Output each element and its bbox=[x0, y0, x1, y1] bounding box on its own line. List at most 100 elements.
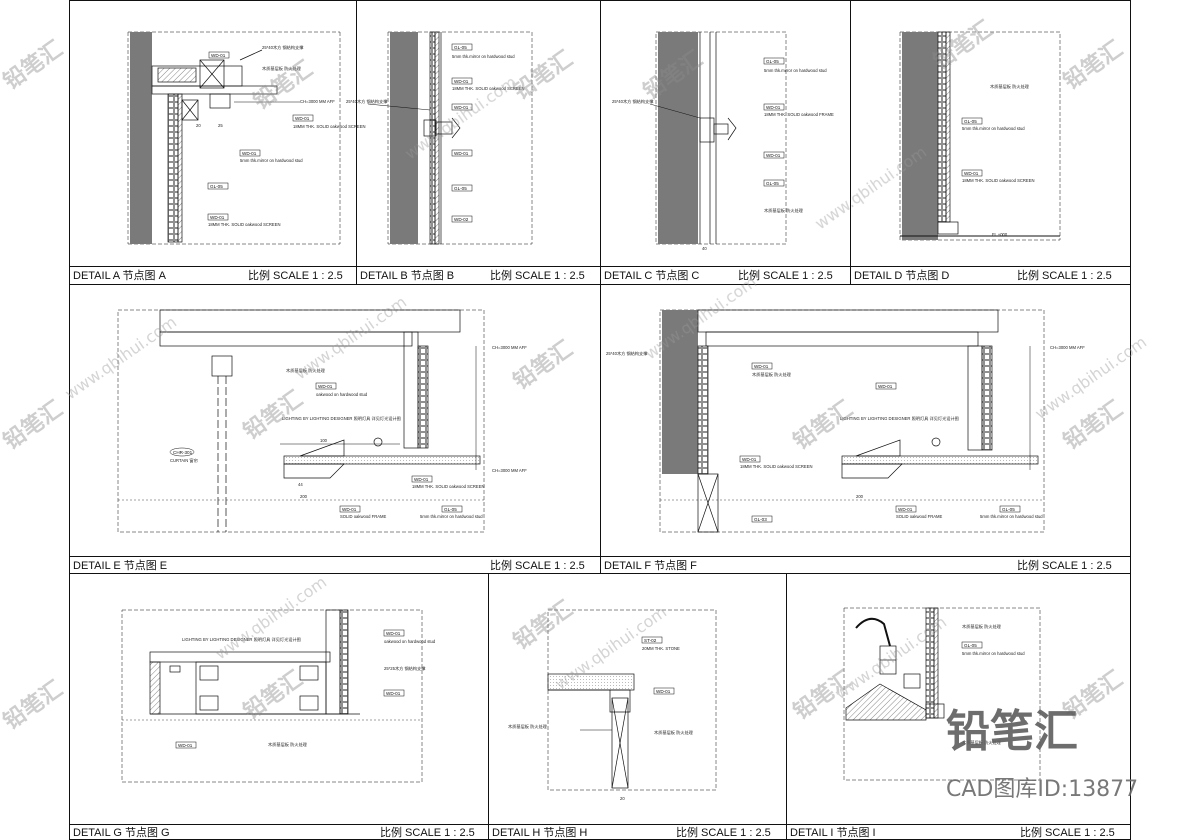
note-g: 25*25木方 钢结构支撑 bbox=[384, 665, 426, 672]
tag-wd01: WD-01 bbox=[754, 364, 769, 369]
tag-wd01: WD-01 bbox=[964, 171, 979, 176]
tag-wd01: WD-01 bbox=[178, 743, 193, 748]
tag-gl05: GL-05 bbox=[454, 186, 467, 191]
tag-wd01: WD-01 bbox=[295, 116, 310, 121]
tag-gl05: GL-05 bbox=[766, 181, 779, 186]
watermark-brand: 铅笔汇 bbox=[509, 596, 578, 655]
tag-gl05: GL-05 bbox=[964, 119, 977, 124]
watermark-url: www.qbihui.com bbox=[291, 292, 410, 383]
panel-titles: DETAIL A 节点图 A 比例 SCALE 1 : 2.5 DETAIL B… bbox=[73, 268, 1115, 839]
panel-title-h: DETAIL H 节点图 H bbox=[492, 826, 587, 839]
dim-44: 44 bbox=[298, 482, 303, 487]
note-i-mirror: 5mm thk.mirror on hardwood stud bbox=[962, 651, 1025, 656]
tag-wd01: WD-01 bbox=[454, 105, 469, 110]
dim-25: 25 bbox=[218, 123, 223, 128]
tag-wd01: WD-01 bbox=[342, 507, 357, 512]
dim-200: 200 bbox=[300, 494, 308, 499]
note-i-fire: 木质基层板 防火处理 bbox=[962, 623, 1002, 630]
note-e-light: LIGHTING BY LIGHTING DESIGNER 照明灯具 详见灯光设… bbox=[282, 415, 401, 422]
note-e-solid: 18MM THK. SOLID oakwood SCREEN bbox=[412, 484, 485, 489]
detail-g-drawing bbox=[121, 609, 423, 783]
tag-wd01: WD-01 bbox=[454, 79, 469, 84]
note-c-solid: 18MM THK. SOLID oakwood FRAME bbox=[764, 112, 834, 117]
note-b-mirror: 5mm thk.mirror on hardwood stud bbox=[452, 54, 515, 59]
note-a-mirror: 5mm thk.mirror on hardwood stud bbox=[240, 158, 303, 163]
note-e-fire: 木质基层板 防火处理 bbox=[286, 367, 326, 374]
detail-a-drawing bbox=[127, 31, 341, 245]
note-d-mirror: 5mm thk.mirror on hardwood stud bbox=[962, 126, 1025, 131]
detail-c-drawing bbox=[649, 31, 787, 245]
panel-title-a: DETAIL A 节点图 A bbox=[73, 269, 167, 282]
note-e-frame: SOLID oakwood FRAME bbox=[340, 514, 387, 519]
note-h-fire2: 木质基层板 防火处理 bbox=[654, 729, 694, 736]
dim-20: 20 bbox=[196, 123, 201, 128]
note-i-fire2: 木质基层板 防火处理 bbox=[962, 739, 1002, 746]
note-a-top: 25*40木方 钢结构支撑 bbox=[262, 44, 304, 51]
panel-scale-i: 比例 SCALE 1 : 2.5 bbox=[1020, 825, 1115, 839]
concrete-wall bbox=[390, 32, 418, 244]
tag-wd01: WD-01 bbox=[656, 689, 671, 694]
detail-g-labels: LIGHTING BY LIGHTING DESIGNER 照明灯具 详见灯光设… bbox=[175, 629, 436, 749]
detail-i-labels: 木质基层板 防火处理 GL-05 5mm thk.mirror on hardw… bbox=[961, 623, 1025, 746]
note-b-solid: 18MM THK. SOLID oakwood SCREEN bbox=[452, 86, 525, 91]
concrete-wall bbox=[902, 32, 938, 240]
watermark-brand: 铅笔汇 bbox=[0, 676, 68, 735]
tag-wd01: WD-01 bbox=[766, 105, 781, 110]
detail-b-labels: 25*40木方 钢结构支撑 GL-05 5mm thk.mirror on ha… bbox=[346, 43, 525, 223]
note-f-solid: 18MM THK. SOLID oakwood SCREEN bbox=[740, 464, 813, 469]
panel-scale-f: 比例 SCALE 1 : 2.5 bbox=[1017, 558, 1112, 572]
note-c: 25*40木方 钢结构支撑 bbox=[612, 98, 654, 105]
detail-e-labels: CH=3000 MM AFF CH=3000 MM AFF CHR-301 CU… bbox=[169, 345, 527, 519]
concrete-wall bbox=[130, 32, 152, 244]
note-f-light: LIGHTING BY LIGHTING DESIGNER 照明灯具 详见灯光设… bbox=[840, 415, 959, 422]
watermark-brand: 铅笔汇 bbox=[249, 56, 318, 115]
watermark-url: www.qbihui.com bbox=[61, 312, 180, 403]
tag-wd01: WD-01 bbox=[210, 215, 225, 220]
detail-f-labels: 25*40木方 钢结构支撑 WD-01 木质基层板 防火处理 CH=3000 M… bbox=[606, 345, 1085, 523]
note-g-light: LIGHTING BY LIGHTING DESIGNER 照明灯具 详见灯光设… bbox=[182, 636, 301, 643]
note-a-wood: 18MM THK. SOLID oakwood SCREEN bbox=[293, 124, 366, 129]
note-d-fire: 木质基层板 防火处理 bbox=[990, 83, 1030, 90]
tag-gl05: GL-05 bbox=[210, 184, 223, 189]
note-h-fire: 木质基层板 防火处理 bbox=[508, 723, 548, 730]
note-e-oak: oakwood on hardwood stud bbox=[316, 392, 368, 397]
panel-scale-c: 比例 SCALE 1 : 2.5 bbox=[738, 268, 833, 282]
tag-wd01: WD-01 bbox=[878, 384, 893, 389]
dim-20: 20 bbox=[620, 796, 625, 801]
tag-gl05: GL-05 bbox=[444, 507, 457, 512]
note-g-oak: oakwood on hardwood stud bbox=[384, 639, 436, 644]
note-c-mirror: 5mm thk.mirror on hardwood stud bbox=[764, 68, 827, 73]
note-e-curtain: CURTAIN 窗帘 bbox=[170, 457, 198, 464]
detail-h-labels: ST-02 20MM THK. STONE WD-01 木质基层板 防火处理 木… bbox=[508, 636, 694, 801]
detail-i-drawing bbox=[843, 607, 1041, 781]
watermark-brand: 铅笔汇 bbox=[509, 46, 578, 105]
tag-wd01: WD-01 bbox=[386, 631, 401, 636]
detail-d-labels: 木质基层板 防火处理 GL-05 5mm thk.mirror on hardw… bbox=[961, 83, 1035, 237]
panel-scale-e: 比例 SCALE 1 : 2.5 bbox=[490, 558, 585, 572]
panel-scale-a: 比例 SCALE 1 : 2.5 bbox=[248, 268, 343, 282]
note-f-fire: 木质基层板 防火处理 bbox=[752, 371, 792, 378]
note-e-ch2: CH=3000 MM AFF bbox=[492, 468, 527, 473]
watermark-url: www.qbihui.com bbox=[211, 572, 330, 663]
tag-gl05: GL-05 bbox=[964, 643, 977, 648]
cad-library-id: CAD图库ID:13877 bbox=[946, 777, 1138, 802]
detail-c-labels: 25*40木方 钢结构支撑 GL-05 5mm thk.mirror on ha… bbox=[612, 57, 834, 251]
note-b: 25*40木方 钢结构支撑 bbox=[346, 98, 388, 105]
watermark-brand: 铅笔汇 bbox=[0, 396, 68, 455]
tag-wd01: WD-01 bbox=[898, 507, 913, 512]
note-e-mirror: 5mm thk.mirror on hardwood stud bbox=[420, 514, 483, 519]
panel-title-f: DETAIL F 节点图 F bbox=[604, 559, 697, 572]
panel-title-d: DETAIL D 节点图 D bbox=[854, 269, 949, 282]
detail-h-drawing bbox=[547, 609, 717, 791]
panel-scale-g: 比例 SCALE 1 : 2.5 bbox=[380, 825, 475, 839]
note-d-fl: FL ±000 bbox=[992, 232, 1008, 237]
panel-scale-b: 比例 SCALE 1 : 2.5 bbox=[490, 268, 585, 282]
detail-a-labels: WD-01 25*40木方 钢结构支撑 木质基层板 防火处理 CH=3000 M… bbox=[196, 44, 366, 227]
concrete-wall bbox=[658, 32, 698, 244]
note-g-fire: 木质基层板 防火处理 bbox=[268, 741, 308, 748]
panel-scale-d: 比例 SCALE 1 : 2.5 bbox=[1017, 268, 1112, 282]
watermark-brand: 铅笔汇 bbox=[789, 396, 858, 455]
tag-wd01: WD-01 bbox=[242, 151, 257, 156]
detail-e-drawing bbox=[117, 309, 485, 533]
